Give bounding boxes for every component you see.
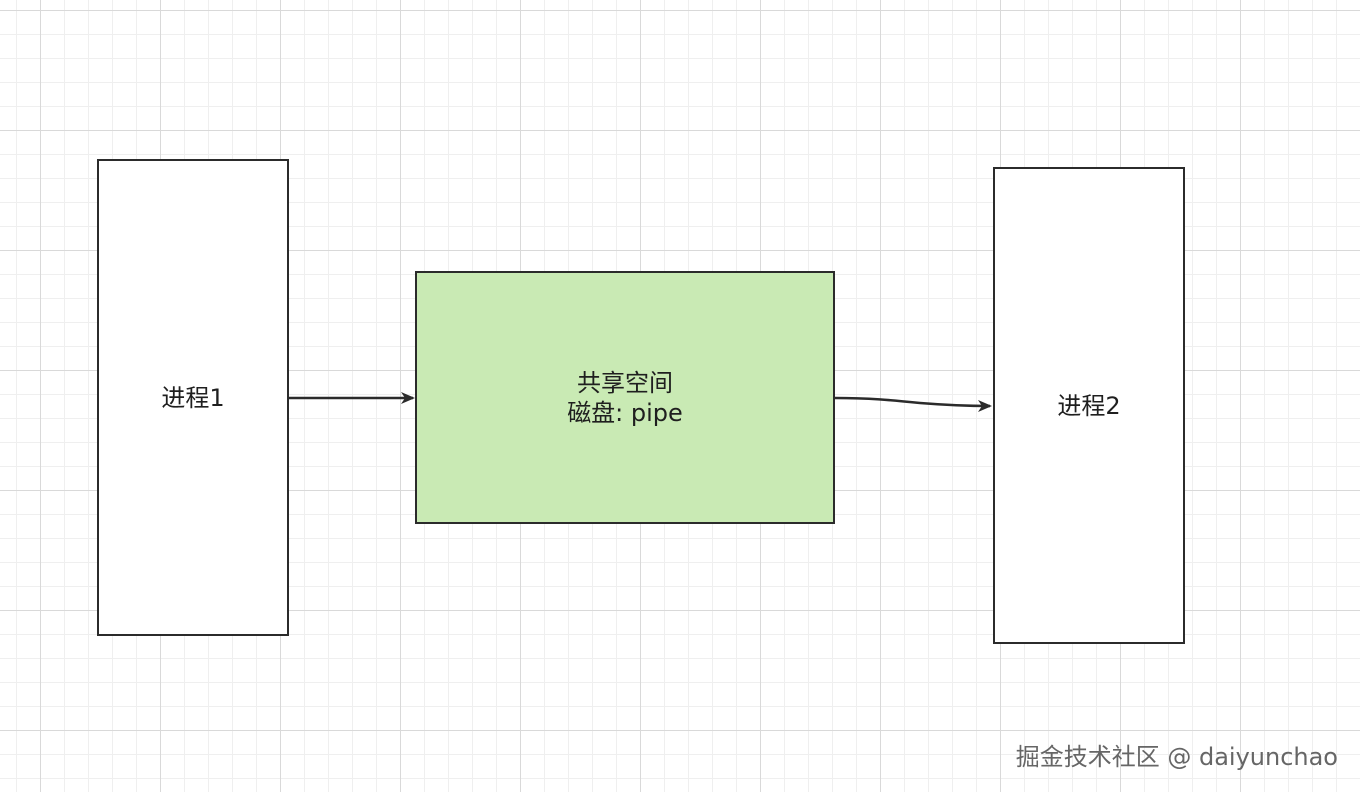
watermark-text: 掘金技术社区 @ daiyunchao: [1015, 743, 1338, 771]
shared-space-node[interactable]: 共享空间 磁盘: pipe: [415, 271, 835, 524]
shared-space-subtitle: 磁盘: pipe: [567, 398, 683, 427]
shared-space-title: 共享空间: [577, 368, 673, 397]
process-1-node[interactable]: 进程1: [97, 159, 289, 636]
process-2-label: 进程2: [1057, 391, 1121, 420]
process-2-node[interactable]: 进程2: [993, 167, 1185, 644]
process-1-label: 进程1: [161, 383, 225, 412]
